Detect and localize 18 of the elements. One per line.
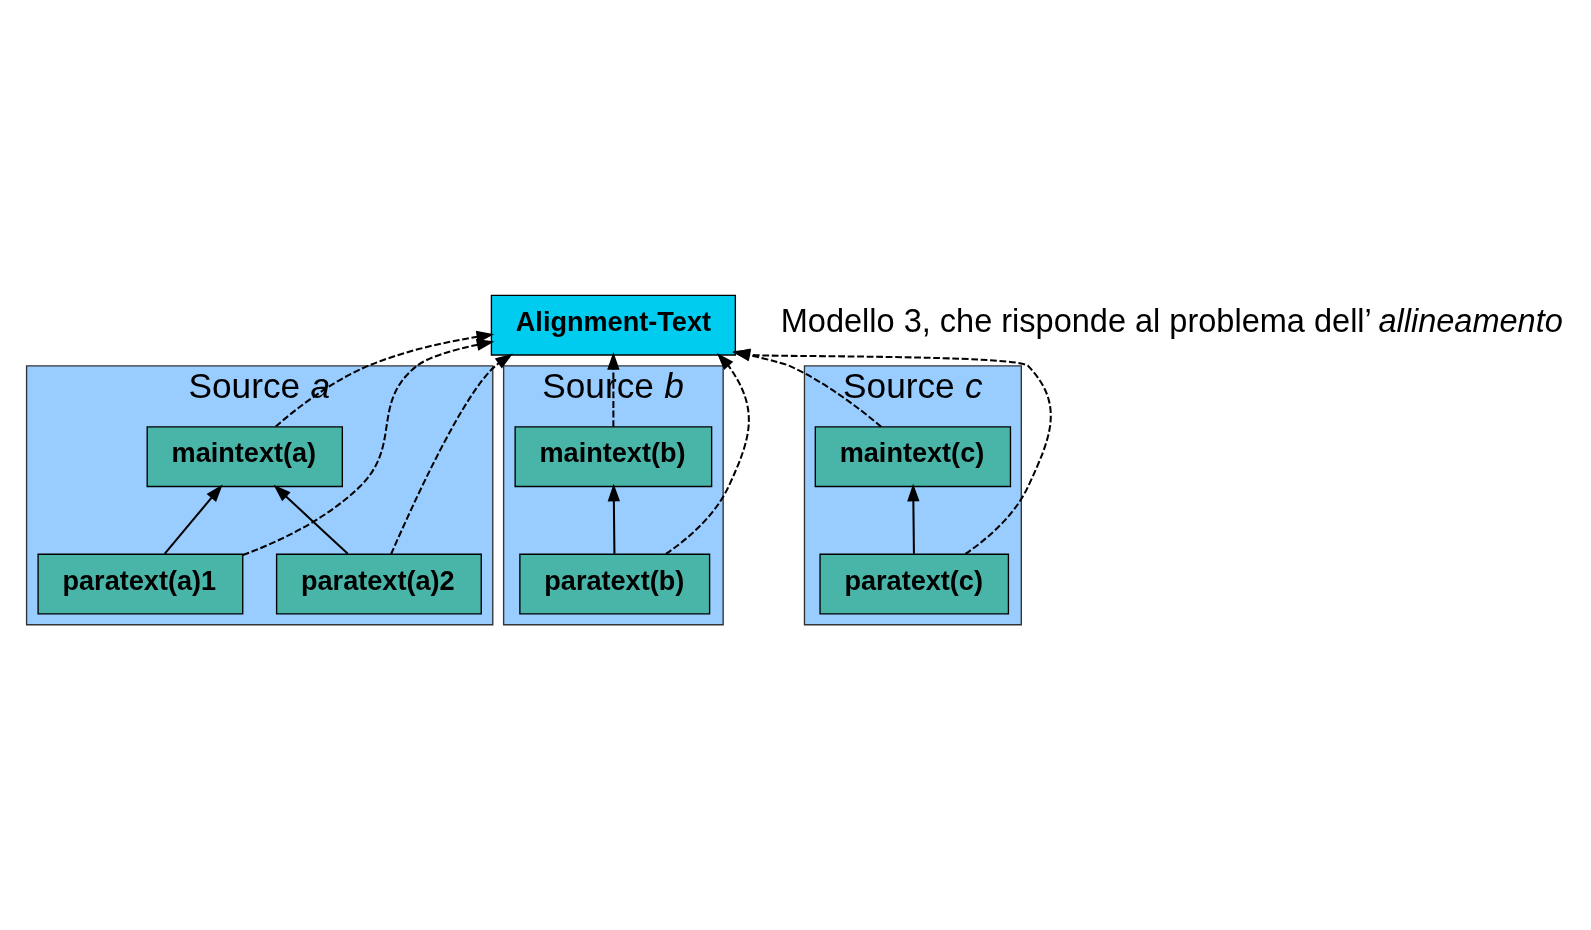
arrow (389, 353, 513, 555)
node-box: Alignment-Text (490, 294, 736, 356)
node-box: maintext(a) (146, 425, 343, 487)
arrow (274, 330, 494, 427)
arrow (906, 483, 920, 554)
arrow (241, 338, 494, 556)
arrow (606, 351, 620, 427)
node-box: paratext(b) (518, 553, 710, 615)
node-box: maintext(c) (814, 425, 1011, 487)
arrow (272, 484, 348, 555)
arrow (664, 352, 750, 555)
arrow (163, 483, 223, 554)
label: Modello 3, che risponde al problema dell’allineamento (780, 302, 1563, 339)
arrow (607, 483, 620, 554)
node-box: paratext(a)1 (36, 553, 243, 615)
node-box: maintext(b) (513, 425, 712, 487)
node-box: paratext(a)2 (275, 553, 482, 615)
node-box: paratext(c) (818, 553, 1009, 615)
